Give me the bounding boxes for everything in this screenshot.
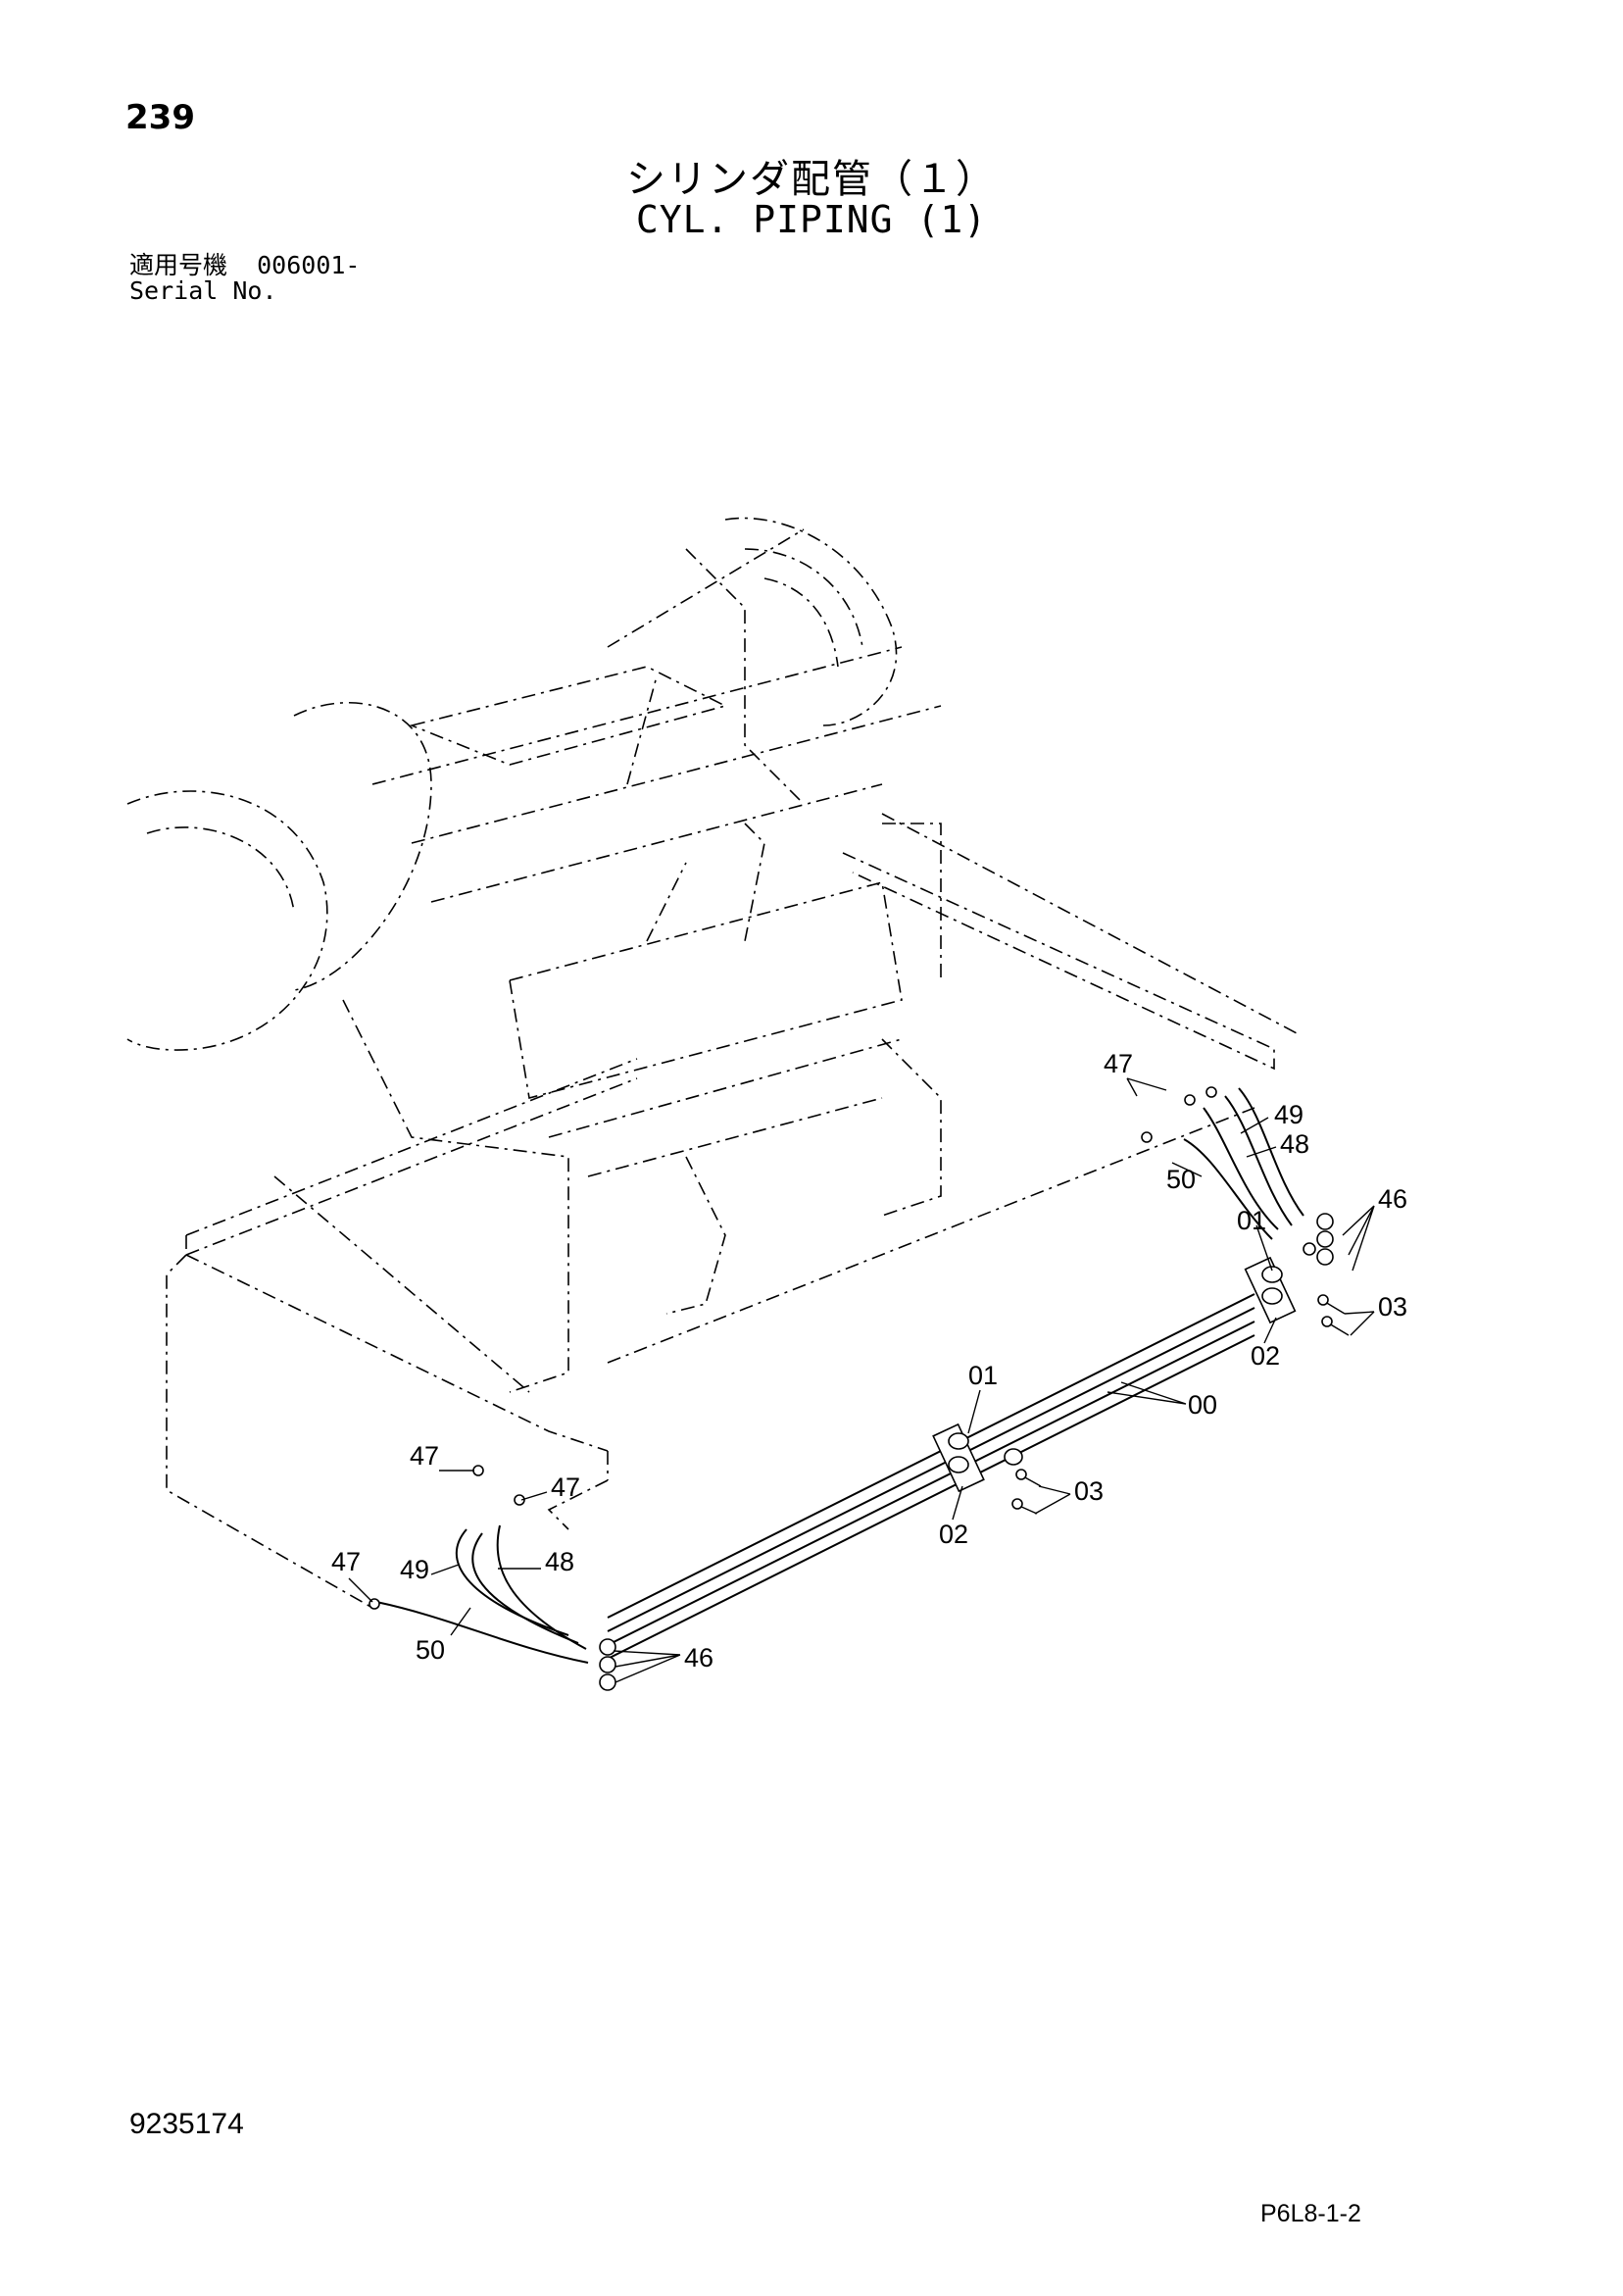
part-labels: 47 49 48 50 46 01 03 02 00 01 03 02 47 4… bbox=[331, 1049, 1407, 1672]
label-02-center: 02 bbox=[939, 1520, 968, 1549]
serial-label-jp: 適用号機 bbox=[129, 251, 228, 279]
label-50-left: 50 bbox=[416, 1635, 445, 1665]
title-english: CYL. PIPING (1) bbox=[635, 198, 988, 241]
label-01-center: 01 bbox=[968, 1361, 998, 1390]
bolts bbox=[1011, 1294, 1350, 1515]
label-47-left-bottom: 47 bbox=[331, 1547, 361, 1576]
label-47-left-top: 47 bbox=[410, 1441, 439, 1471]
label-50-right: 50 bbox=[1166, 1165, 1196, 1194]
label-47-left-mid: 47 bbox=[551, 1472, 580, 1502]
label-00: 00 bbox=[1188, 1390, 1217, 1420]
right-clamp bbox=[1244, 1256, 1297, 1324]
center-clamp bbox=[932, 1423, 1023, 1493]
label-48-left: 48 bbox=[545, 1547, 574, 1576]
label-47-right: 47 bbox=[1104, 1049, 1133, 1078]
leader-lines bbox=[348, 1077, 1375, 1683]
title-japanese: シリンダ配管（１） bbox=[626, 157, 997, 202]
serial-value: 006001- bbox=[257, 251, 361, 279]
label-49-right: 49 bbox=[1274, 1100, 1303, 1129]
label-03-center: 03 bbox=[1074, 1476, 1104, 1506]
label-01-right: 01 bbox=[1237, 1206, 1266, 1235]
document-number: 9235174 bbox=[129, 2108, 244, 2140]
sheet-code: P6L8-1-2 bbox=[1260, 2200, 1361, 2227]
machine-body-outline bbox=[126, 517, 942, 1393]
left-hoses bbox=[369, 1465, 616, 1691]
label-49-left: 49 bbox=[400, 1555, 429, 1584]
label-46-left: 46 bbox=[684, 1643, 713, 1672]
label-02-right: 02 bbox=[1251, 1341, 1280, 1371]
label-46-right: 46 bbox=[1378, 1184, 1407, 1214]
label-03-right: 03 bbox=[1378, 1292, 1407, 1322]
serial-line-jp: 適用号機 006001- bbox=[129, 253, 360, 278]
serial-label-en: Serial No. bbox=[129, 276, 277, 305]
serial-block: 適用号機 006001- Serial No. bbox=[129, 253, 360, 304]
pipe-bundle bbox=[607, 1293, 1255, 1660]
right-hoses bbox=[1141, 1086, 1334, 1266]
label-48-right: 48 bbox=[1280, 1129, 1309, 1159]
page-number: 239 bbox=[125, 98, 195, 137]
floor-plate-outline bbox=[166, 813, 1300, 1609]
